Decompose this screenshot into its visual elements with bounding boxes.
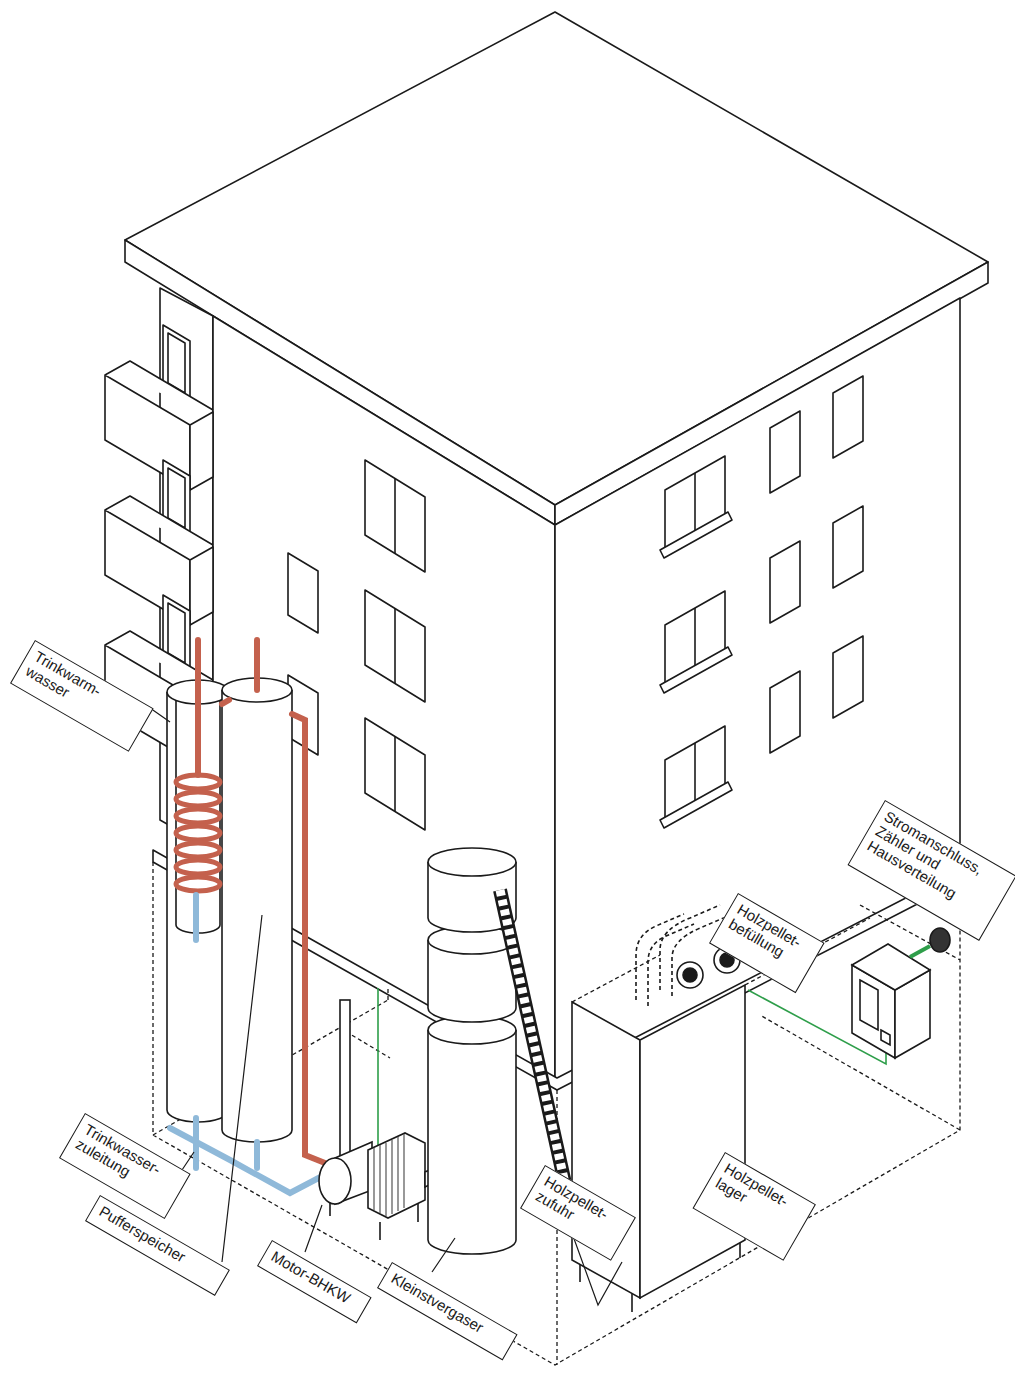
window [770,671,800,753]
heat-coil [176,860,220,874]
window-mullion [394,736,396,811]
window [365,718,425,830]
hot-pipe [254,640,260,690]
window [833,636,863,718]
window [365,460,425,572]
hot-pipe [222,700,229,704]
balcony-edge [105,496,213,545]
cold-pipe [193,895,199,940]
callout-label: Holzpellet- befüllung [726,900,814,970]
heat-coil [176,877,220,891]
window-mullion [394,478,396,553]
meter-panel [860,980,878,1030]
callout-label: Trinkwasser- zuleitung [73,1120,172,1197]
screw-conveyor [500,890,566,1188]
exhaust-pipe [340,1000,350,1160]
heat-coil [176,826,220,840]
window-mullion [694,608,696,673]
fill-pipe-opening [683,968,697,982]
window [365,590,425,702]
callout-box: Stromanschluss, Zähler und Hausverteilun… [848,800,1015,941]
window [833,376,863,458]
gasifier-top [428,848,516,876]
callout-label: Holzpellet- lager [713,1159,804,1231]
heat-coil [176,792,220,806]
hot-pipe [292,714,325,1163]
callout-box: Kleinstvergaser [377,1262,518,1360]
callout-label: Kleinstvergaser [388,1269,508,1348]
callout-box: Holzpellet- zufuhr [520,1165,636,1261]
callout-box: Trinkwasser- zuleitung [59,1113,191,1219]
callout-label: Motor-BHKW [268,1247,362,1311]
heat-coil [176,775,220,789]
chp-end [319,1158,351,1204]
callout-box: Motor-BHKW [257,1240,372,1323]
cold-pipe [170,1128,330,1193]
meter-switch [881,1030,890,1045]
balcony-side [190,547,213,625]
callout-label: Stromanschluss, Zähler und Hausverteilun… [864,807,1002,916]
buffer-tank [222,690,292,1142]
window-sill [660,782,732,828]
window [288,553,318,633]
heat-coil [176,809,220,823]
fill-pipe-end [677,962,703,988]
gasifier-body [428,1030,516,1254]
generator [368,1133,425,1218]
hot-pipe [195,640,201,775]
screw-conveyor-thread [500,890,566,1188]
right-wall [555,298,960,1080]
callout-box: Holzpellet- befüllung [709,893,825,993]
callout-label: Holzpellet- zufuhr [533,1172,624,1244]
generator-fins [374,1134,404,1216]
heat-coil [176,843,220,857]
callout-box: Trinkwarm- wasser [10,640,154,752]
callout-box: Holzpellet- lager [693,1152,816,1261]
window-mullion [694,743,696,808]
window-mullion [694,473,696,538]
window-mullion [394,608,396,683]
window-sill [660,512,732,558]
power-connector [930,928,950,952]
balcony-edge [105,361,213,410]
window [833,506,863,588]
balcony-door [168,468,185,528]
callout-label: Trinkwarm- wasser [23,647,122,724]
window [770,541,800,623]
balcony-side [190,412,213,490]
cold-pipe [254,1142,260,1168]
balcony-door [168,333,185,393]
power-cable [910,946,930,957]
balcony-door [168,603,185,663]
window-sill [660,647,732,693]
window [770,411,800,493]
pellet-storage [640,985,745,1298]
